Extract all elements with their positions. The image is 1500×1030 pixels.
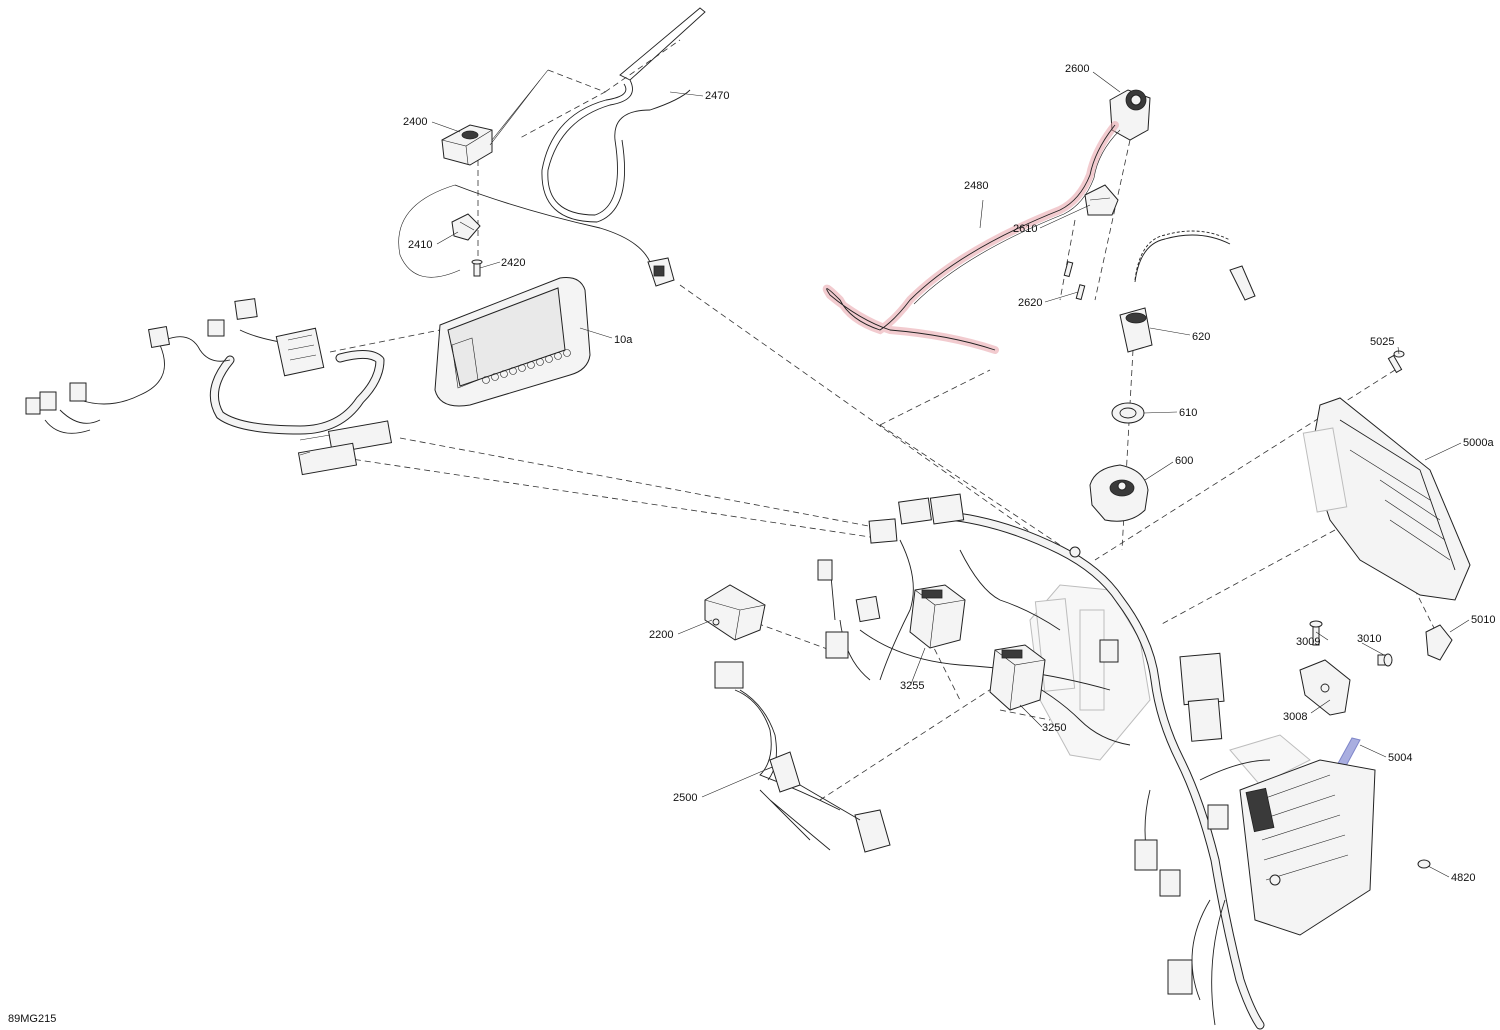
screw-2620	[1063, 261, 1086, 301]
nut-4820	[1417, 859, 1431, 869]
zip-tie-2470	[541, 7, 706, 223]
callout-2400: 2400	[403, 116, 428, 128]
callout-2470: 2470	[705, 90, 730, 102]
callout-5025: 5025	[1370, 336, 1395, 348]
sensor-2200	[704, 584, 766, 641]
callout-3255: 3255	[900, 680, 925, 692]
display-buttons	[482, 349, 571, 384]
switch-600	[1089, 464, 1149, 522]
wire-2400	[454, 184, 651, 263]
callout-5010: 5010	[1471, 614, 1496, 626]
callout-3010: 3010	[1357, 633, 1382, 645]
callout-3009: 3009	[1296, 636, 1321, 648]
callout-2620: 2620	[1018, 297, 1043, 309]
callout-2610: 2610	[1013, 223, 1038, 235]
callout-2500: 2500	[673, 792, 698, 804]
bracket-2610	[1084, 184, 1119, 216]
fuse-box	[1239, 759, 1376, 936]
relay-3255	[909, 584, 966, 649]
callout-2420: 2420	[501, 257, 526, 269]
callout-620: 620	[1192, 331, 1211, 343]
clip-5010	[1425, 624, 1453, 661]
callout-2410: 2410	[408, 239, 433, 251]
callout-2480: 2480	[964, 180, 989, 192]
bolt-5025	[1387, 350, 1405, 374]
screw-2420	[471, 259, 483, 277]
callout-10a: 10a	[614, 334, 633, 346]
assembly-guide-lines	[329, 39, 1441, 801]
bolt-3010	[1377, 653, 1393, 667]
callout-3008: 3008	[1283, 711, 1308, 723]
bracket-3008	[1299, 659, 1351, 716]
callout-5000a: 5000a	[1463, 437, 1494, 449]
callout-3250: 3250	[1042, 722, 1067, 734]
harness-2500	[714, 661, 891, 853]
relay-3250	[989, 644, 1046, 711]
callout-5004: 5004	[1388, 752, 1413, 764]
switch-2600	[1109, 89, 1151, 141]
switch-2400	[441, 69, 549, 166]
connector-wire-end	[647, 257, 675, 287]
callout-2600: 2600	[1065, 63, 1090, 75]
page-code: 89MG215	[8, 1013, 57, 1025]
central-harness	[817, 493, 1376, 1030]
wire-2480-highlighted	[822, 121, 1121, 354]
nut-610	[1111, 402, 1145, 424]
callout-610: 610	[1179, 407, 1198, 419]
callout-600: 600	[1175, 455, 1194, 467]
display-cluster-10a	[434, 277, 591, 407]
bolt-3009	[1309, 620, 1323, 646]
leader-lines	[431, 71, 1470, 878]
clip-2410	[398, 184, 481, 278]
module-5000a	[1302, 397, 1471, 601]
callout-4820: 4820	[1451, 872, 1476, 884]
callout-2200: 2200	[649, 629, 674, 641]
left-harness	[25, 298, 393, 476]
coil-lanyard-620	[1119, 230, 1256, 353]
